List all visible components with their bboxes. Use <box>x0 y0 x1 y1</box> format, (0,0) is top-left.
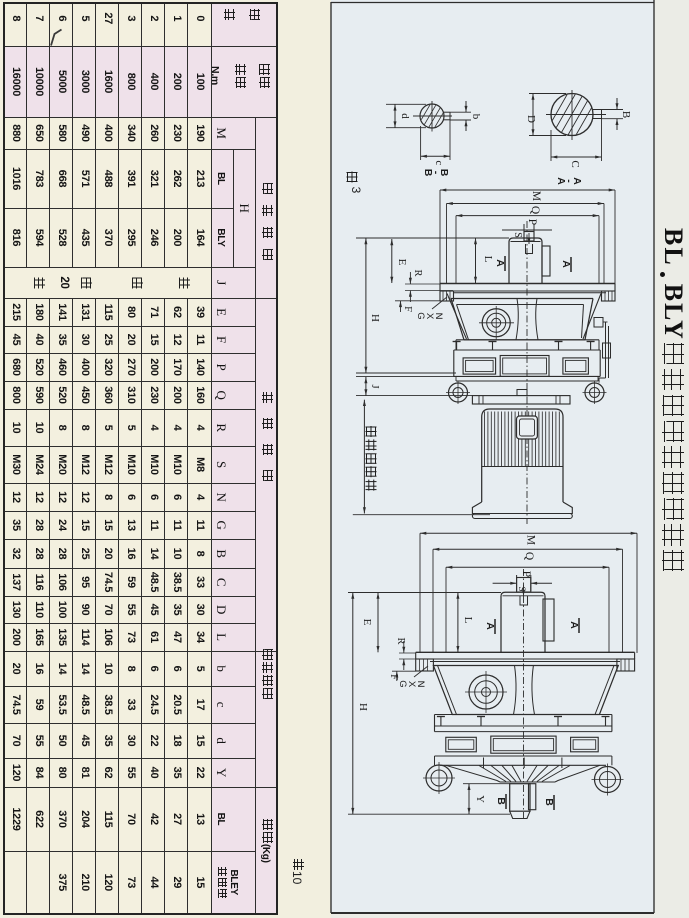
svg-text:Q: Q <box>523 552 535 561</box>
svg-text:3: 3 <box>349 187 363 194</box>
svg-text:A: A <box>560 260 572 268</box>
svg-text:d: d <box>399 113 411 119</box>
svg-text:B: B <box>543 798 555 806</box>
svg-text:R: R <box>395 637 406 644</box>
svg-text:L: L <box>462 617 474 624</box>
svg-text:F: F <box>388 674 399 680</box>
svg-text:S: S <box>516 586 526 591</box>
svg-text:E: E <box>361 619 373 626</box>
svg-text:S: S <box>512 232 523 238</box>
svg-text:C: C <box>569 160 581 167</box>
svg-text:P: P <box>526 219 538 225</box>
svg-text:P: P <box>520 571 532 577</box>
svg-text:-: - <box>430 171 442 175</box>
svg-text:Q: Q <box>529 206 541 215</box>
svg-text:A: A <box>571 177 583 185</box>
svg-text:G: G <box>397 680 408 687</box>
svg-text:A: A <box>494 259 506 267</box>
svg-text:G: G <box>415 312 426 319</box>
svg-text:D: D <box>525 115 537 123</box>
svg-text:b: b <box>470 114 482 120</box>
svg-text:M: M <box>530 191 542 201</box>
svg-text:M: M <box>525 535 537 545</box>
svg-text:c: c <box>433 161 445 166</box>
svg-text:L: L <box>482 256 494 263</box>
svg-text:J: J <box>369 384 380 388</box>
svg-text:B: B <box>422 169 434 177</box>
svg-text:R: R <box>412 269 423 276</box>
svg-text:H: H <box>357 703 369 711</box>
svg-text:H: H <box>369 314 381 322</box>
svg-text:Y: Y <box>474 795 485 803</box>
svg-text:A: A <box>568 621 580 629</box>
svg-text:B: B <box>438 169 450 177</box>
svg-text:N: N <box>433 313 444 320</box>
svg-text:B: B <box>495 797 507 805</box>
svg-text:F: F <box>402 306 413 312</box>
svg-text:E: E <box>396 259 408 266</box>
svg-text:A: A <box>484 622 496 630</box>
svg-text:B: B <box>620 111 632 118</box>
svg-text:X: X <box>424 313 435 320</box>
svg-text:A: A <box>555 177 567 185</box>
svg-text:N: N <box>415 681 426 688</box>
svg-text:X: X <box>406 681 417 688</box>
svg-text:-: - <box>563 179 575 183</box>
